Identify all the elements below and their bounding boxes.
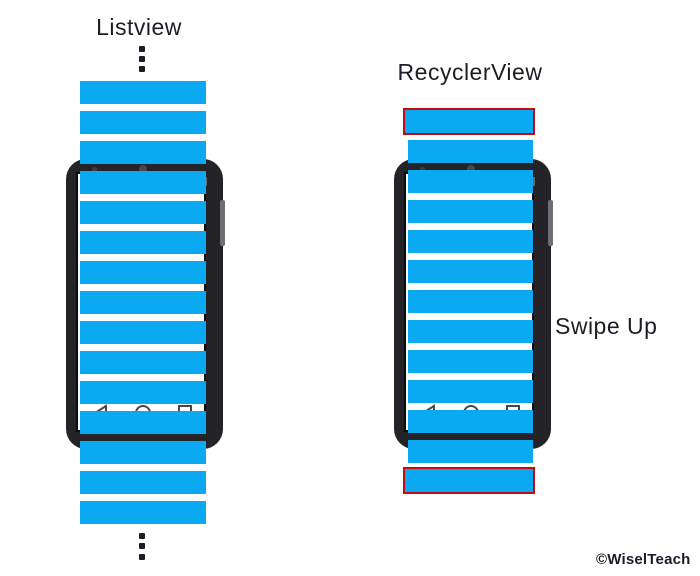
swipe-up-label: Swipe Up: [555, 313, 658, 339]
list-item: [408, 320, 533, 343]
ellipsis-dot: [139, 533, 145, 539]
list-item: [80, 471, 206, 494]
list-item: [408, 140, 533, 163]
list-item: [80, 141, 206, 164]
ellipsis-dot: [139, 66, 145, 72]
list-item: [80, 231, 206, 254]
ellipsis-dot: [139, 543, 145, 549]
list-item: [80, 201, 206, 224]
listview-title: Listview: [96, 14, 182, 40]
list-item: [408, 230, 533, 253]
list-item: [408, 200, 533, 223]
watermark: ©WiselTeach: [596, 551, 691, 568]
power-button: [548, 200, 553, 246]
list-item: [408, 290, 533, 313]
list-item: [80, 291, 206, 314]
proximity-sensor-dot: [92, 167, 97, 172]
list-item: [80, 321, 206, 344]
list-item: [408, 440, 533, 463]
list-item: [80, 81, 206, 104]
list-item: [80, 171, 206, 194]
list-item: [408, 260, 533, 283]
recycled-list-item-top: [403, 108, 535, 135]
recyclerview-title: RecyclerView: [397, 59, 543, 85]
list-item: [408, 380, 533, 403]
ellipsis-dot: [139, 46, 145, 52]
proximity-sensor-dot: [420, 167, 425, 172]
list-item: [80, 381, 206, 404]
camera-dot: [467, 165, 475, 173]
list-item: [408, 350, 533, 373]
power-button: [220, 200, 225, 246]
list-item: [80, 411, 206, 434]
ellipsis-dot: [139, 554, 145, 560]
recycled-list-item-bottom: [403, 467, 535, 494]
list-item: [80, 501, 206, 524]
list-item: [80, 261, 206, 284]
list-item: [80, 441, 206, 464]
list-item: [408, 410, 533, 433]
list-item: [408, 170, 533, 193]
camera-dot: [139, 165, 147, 173]
list-item: [80, 111, 206, 134]
list-item: [80, 351, 206, 374]
ellipsis-dot: [139, 56, 145, 62]
